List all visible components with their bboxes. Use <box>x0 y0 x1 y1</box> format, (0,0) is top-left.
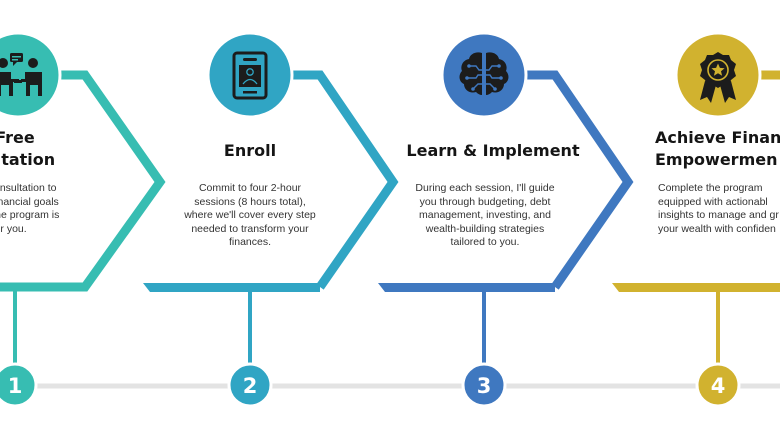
step-4-number: 4 <box>711 374 726 398</box>
step-4-description: Complete the program equipped with actio… <box>658 182 779 235</box>
id-badge-icon <box>206 31 294 119</box>
step-2-description: Commit to four 2-hour sessions (8 hours … <box>184 182 316 249</box>
step-1-number-badge: 1 <box>0 362 38 408</box>
step-1-title: Free sultation <box>0 128 56 169</box>
step-1-description: a consultation to ur financial goals re … <box>0 182 60 235</box>
brain-circuit-icon <box>440 31 528 119</box>
step-2-title: Enroll <box>223 141 277 160</box>
step-4-number-badge: 4 <box>695 362 741 408</box>
step-3-description: During each session, I'll guide you thro… <box>415 182 555 249</box>
step-3-title: Learn & Implement <box>406 141 580 160</box>
step-1-number: 1 <box>8 374 23 398</box>
step-3-number: 3 <box>477 374 492 398</box>
step-2-number: 2 <box>243 374 258 398</box>
award-ribbon-icon <box>674 31 762 119</box>
step-4-title: Achieve Financ Empowermen <box>655 128 780 169</box>
consultation-icon <box>0 31 62 119</box>
step-3-number-badge: 3 <box>461 362 507 408</box>
step-2-number-badge: 2 <box>227 362 273 408</box>
